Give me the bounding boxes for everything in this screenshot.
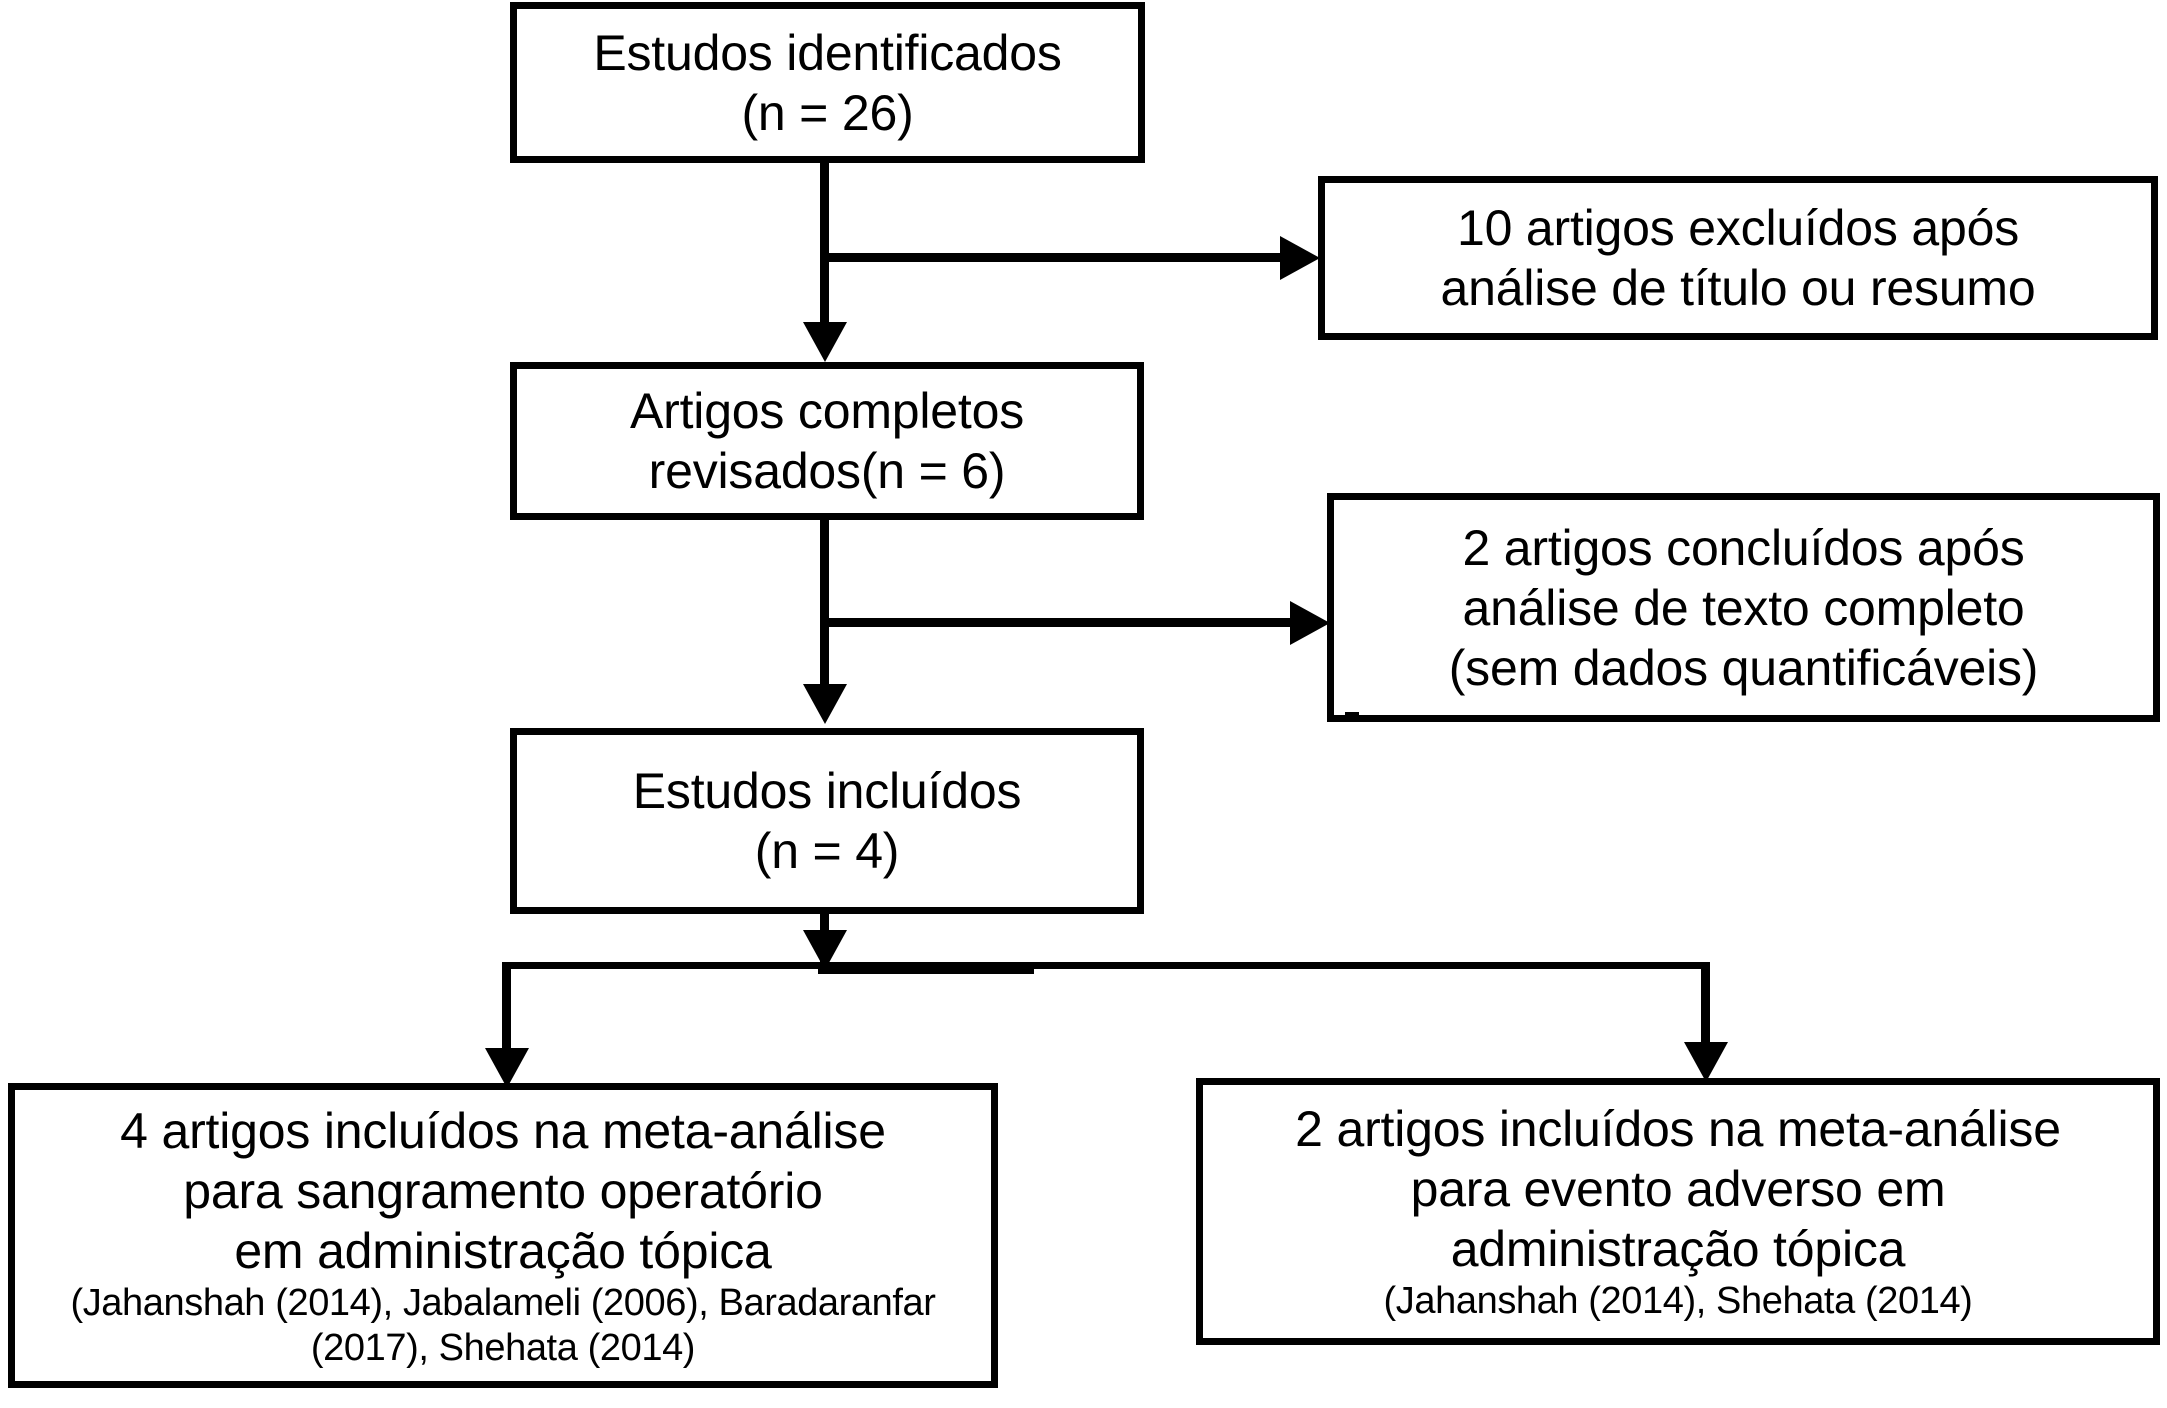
box-artigos-excluidos-line-1: 10 artigos excluídos após xyxy=(1456,200,2020,256)
box-meta-analise-sangramento-line-3: em administração tópica xyxy=(234,1222,772,1279)
box-artigos-concluidos: 2 artigos concluídos após análise de tex… xyxy=(1327,493,2160,722)
connector-bus-to-meta-sangramento-line xyxy=(502,962,511,1072)
connector-identified-to-fulltext-line xyxy=(820,163,829,328)
box-artigos-completos-revisados: Artigos completos revisados(n = 6) xyxy=(510,362,1144,520)
connector-fulltext-to-concluded-line xyxy=(824,618,1294,627)
box-artigos-concluidos-line-3: (sem dados quantificáveis) xyxy=(1448,639,2039,696)
box-artigos-concluidos-line-2: análise de texto completo xyxy=(1462,579,2025,636)
box-meta-analise-evento-adverso-line-3: administração tópica xyxy=(1450,1221,1906,1278)
connector-bus-to-meta-adverso-arrowhead xyxy=(1684,1042,1728,1082)
connector-bus-to-meta-sangramento-arrowhead xyxy=(485,1048,529,1088)
connector-fulltext-to-included-arrowhead xyxy=(803,684,847,724)
connector-identified-to-fulltext-arrowhead xyxy=(803,322,847,362)
box-meta-analise-sangramento-line-2: para sangramento operatório xyxy=(183,1162,823,1219)
box-meta-analise-sangramento-citation-2: (2017), Shehata (2014) xyxy=(310,1326,696,1369)
box-estudos-identificados-line-1: Estudos identificados xyxy=(593,24,1062,81)
connector-split-bus-thick-segment xyxy=(818,962,1034,974)
box-meta-analise-sangramento-line-1: 4 artigos incluídos na meta-análise xyxy=(120,1102,886,1159)
box-artigos-completos-revisados-line-2: revisados(n = 6) xyxy=(648,443,1006,499)
box-estudos-incluidos: Estudos incluídos (n = 4) xyxy=(510,728,1144,914)
box-meta-analise-evento-adverso-line-2: para evento adverso em xyxy=(1410,1161,1946,1218)
box-artigos-completos-revisados-line-1: Artigos completos xyxy=(630,383,1024,439)
box-meta-analise-sangramento: 4 artigos incluídos na meta-análise para… xyxy=(8,1083,998,1388)
box-artigos-excluidos: 10 artigos excluídos após análise de tít… xyxy=(1318,176,2158,340)
box-meta-analise-evento-adverso-citation-1: (Jahanshah (2014), Shehata (2014) xyxy=(1383,1280,1973,1323)
connector-fulltext-to-concluded-arrowhead xyxy=(1290,601,1330,645)
box-estudos-incluidos-line-1: Estudos incluídos xyxy=(632,763,1022,819)
connector-split-bus xyxy=(502,962,1710,969)
stray-mark xyxy=(1345,712,1359,717)
box-artigos-excluidos-line-2: análise de título ou resumo xyxy=(1440,260,2036,316)
connector-fulltext-to-included-line xyxy=(820,520,829,690)
box-artigos-concluidos-line-1: 2 artigos concluídos após xyxy=(1462,519,2025,576)
connector-identified-to-excluded-arrowhead xyxy=(1280,236,1320,280)
box-estudos-identificados-line-2: (n = 26) xyxy=(741,84,914,141)
box-estudos-incluidos-line-2: (n = 4) xyxy=(754,823,900,879)
box-meta-analise-evento-adverso-line-1: 2 artigos incluídos na meta-análise xyxy=(1295,1101,2061,1158)
connector-bus-to-meta-adverso-line xyxy=(1701,962,1710,1067)
box-estudos-identificados: Estudos identificados (n = 26) xyxy=(510,2,1145,163)
box-meta-analise-evento-adverso: 2 artigos incluídos na meta-análise para… xyxy=(1196,1078,2160,1345)
box-meta-analise-sangramento-citation-1: (Jahanshah (2014), Jabalameli (2006), Ba… xyxy=(70,1281,936,1324)
connector-identified-to-excluded-line xyxy=(824,253,1284,262)
